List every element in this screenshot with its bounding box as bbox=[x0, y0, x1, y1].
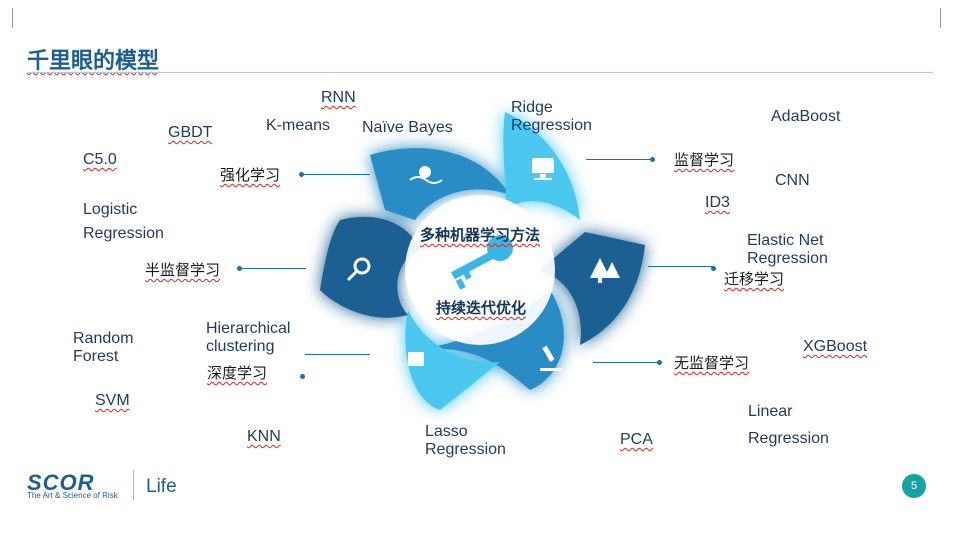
connector-semi-supervised bbox=[240, 268, 306, 269]
logo-tagline: The Art & Science of Risk bbox=[27, 491, 118, 500]
page-number-badge: 5 bbox=[902, 474, 926, 498]
connector-dot bbox=[237, 266, 242, 271]
category-reinforcement: 强化学习 bbox=[220, 167, 281, 184]
logo-separator bbox=[133, 470, 134, 500]
microscope-icon bbox=[540, 345, 562, 371]
connector-deep bbox=[305, 354, 370, 355]
category-semi-supervised: 半监督学习 bbox=[145, 262, 221, 279]
connector-supervised bbox=[586, 159, 652, 160]
model-linear-line1: Linear bbox=[748, 403, 793, 420]
ml-pinwheel-diagram bbox=[320, 112, 645, 410]
connector-transfer bbox=[648, 266, 714, 267]
model-hierarchical-line2: clustering bbox=[206, 338, 275, 355]
connector-dot bbox=[300, 374, 305, 379]
model-id3: ID3 bbox=[705, 194, 730, 211]
blade-transfer bbox=[540, 232, 645, 345]
connector-dot bbox=[657, 360, 662, 365]
model-random-forest-line2: Forest bbox=[73, 348, 119, 365]
key-icon bbox=[451, 235, 513, 290]
wave-sun-icon bbox=[409, 166, 443, 184]
model-pca: PCA bbox=[620, 431, 653, 448]
blade-deep bbox=[405, 310, 500, 410]
model-elastic-line1: Elastic Net bbox=[747, 232, 824, 249]
model-xgboost: XGBoost bbox=[803, 338, 868, 355]
connector-dot bbox=[650, 157, 655, 162]
connector-dot bbox=[299, 172, 304, 177]
model-rnn: RNN bbox=[321, 89, 356, 106]
model-lasso-line1: Lasso bbox=[425, 423, 468, 440]
model-cnn: CNN bbox=[775, 172, 810, 189]
model-logistic-line2: Regression bbox=[83, 225, 164, 242]
category-unsupervised: 无监督学习 bbox=[674, 355, 750, 372]
model-knn: KNN bbox=[247, 428, 281, 445]
crop-mark-top-right bbox=[940, 8, 959, 28]
model-gbdt: GBDT bbox=[168, 124, 213, 141]
title-divider bbox=[27, 72, 933, 73]
book-icon bbox=[408, 352, 424, 366]
model-logistic-line1: Logistic bbox=[83, 201, 138, 218]
blade-reinforcement bbox=[370, 148, 510, 220]
model-hierarchical-line1: Hierarchical bbox=[206, 320, 291, 337]
connector-unsupervised bbox=[593, 362, 659, 363]
model-elastic-line2: Regression bbox=[747, 250, 828, 267]
model-linear-line2: Regression bbox=[748, 430, 829, 447]
connector-dot bbox=[711, 266, 716, 271]
model-c50: C5.0 bbox=[83, 151, 117, 168]
logo-division: Life bbox=[146, 476, 177, 497]
category-transfer: 迁移学习 bbox=[724, 271, 785, 288]
connector-reinforcement bbox=[302, 174, 370, 175]
model-adaboost: AdaBoost bbox=[771, 108, 841, 125]
category-supervised: 监督学习 bbox=[674, 152, 735, 169]
slide-title: 千里眼的模型 bbox=[27, 48, 160, 73]
model-ridge-line1: Ridge bbox=[511, 99, 553, 116]
tree-icon bbox=[590, 258, 620, 283]
computer-icon bbox=[532, 158, 554, 180]
crop-mark-top-left bbox=[12, 8, 13, 28]
model-kmeans: K-means bbox=[266, 117, 331, 134]
scor-logo: SCOR bbox=[27, 470, 95, 495]
model-naive-bayes: Naïve Bayes bbox=[362, 119, 453, 136]
model-ridge-line2: Regression bbox=[511, 117, 592, 134]
center-circle bbox=[405, 195, 555, 345]
model-svm: SVM bbox=[95, 392, 130, 409]
category-deep: 深度学习 bbox=[207, 365, 268, 382]
model-lasso-line2: Regression bbox=[425, 441, 506, 458]
model-random-forest-line1: Random bbox=[73, 330, 134, 347]
center-label-iteration: 持续迭代优化 bbox=[436, 300, 527, 317]
magnifier-icon bbox=[346, 257, 371, 282]
center-label-methods: 多种机器学习方法 bbox=[420, 227, 541, 244]
